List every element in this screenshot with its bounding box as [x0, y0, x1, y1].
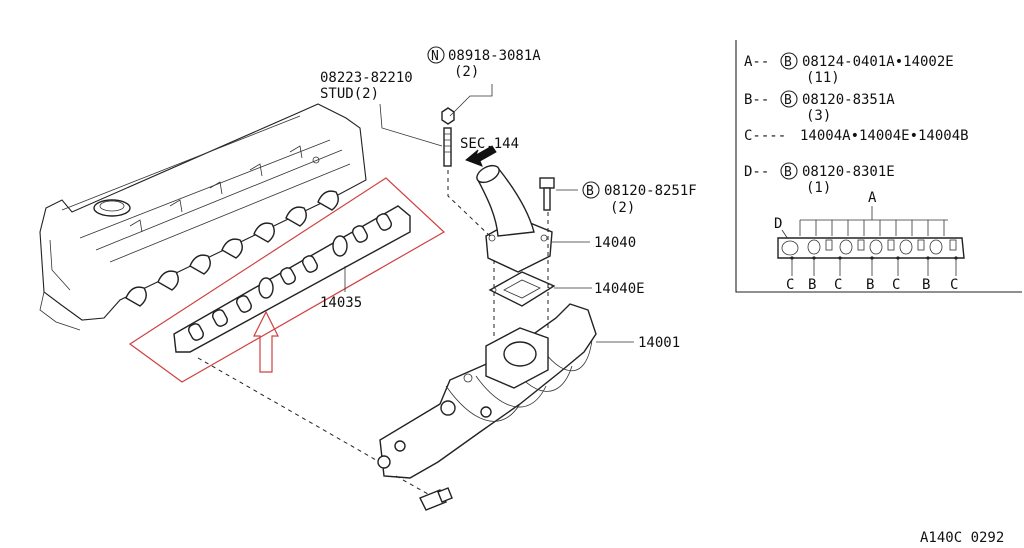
stud-illustration — [443, 127, 452, 167]
stud-part-number: 08223-82210 — [320, 70, 413, 86]
legend-a-prefix: B — [784, 55, 792, 70]
nut-illustration — [441, 107, 455, 125]
throttle-elbow-14040 — [476, 164, 553, 273]
diagram-code: A140C 0292 — [920, 530, 1004, 546]
alignment-line-stud — [447, 170, 491, 237]
legend-key-b: B-- — [744, 92, 769, 108]
alignment-line-gasket — [197, 357, 391, 469]
nut-part-number: 08918-3081A — [448, 48, 541, 64]
alignment-line-bolt — [395, 475, 429, 495]
legend-key-a: A-- — [744, 54, 769, 70]
bolt-qty: (2) — [610, 200, 635, 216]
part-label-14040e: 14040E — [594, 281, 645, 297]
intake-manifold-14001 — [377, 303, 597, 479]
nut-prefix: N — [431, 49, 439, 64]
legend-c-text: 14004A•14004E•14004B — [800, 128, 969, 144]
sec-reference-label: SEC.144 — [460, 136, 519, 152]
legend-d-prefix: B — [784, 165, 792, 180]
mini-bottom-label: C — [834, 277, 842, 293]
mini-bottom-label: B — [922, 277, 930, 293]
nut-qty: (2) — [454, 64, 479, 80]
legend-key-d: D-- — [744, 164, 769, 180]
fastener-legend: A-- B 08124-0401A•14002E (11) B-- B 0812… — [735, 40, 1022, 293]
legend-b-qty: (3) — [806, 108, 831, 124]
callout-stud: 08223-82210 STUD(2) — [320, 70, 413, 102]
mini-bottom-label: C — [786, 277, 794, 293]
nut-prefix-circle — [427, 46, 445, 64]
throttle-gasket-14040e — [488, 271, 556, 307]
manifold-gasket-14035 — [173, 205, 411, 353]
manifold-bolt-illustration — [419, 487, 453, 511]
legend-b-text: 08120-8351A — [802, 92, 895, 108]
bolt-part-number: 08120-8251F — [604, 183, 697, 199]
mini-manifold-diagram: A D C B — [774, 190, 965, 293]
stud-name: STUD(2) — [320, 86, 379, 102]
gasket-highlight-outline — [128, 177, 446, 383]
mini-bottom-label: C — [950, 277, 958, 293]
legend-a-prefix-circle — [780, 52, 798, 70]
part-label-14001: 14001 — [638, 335, 680, 351]
legend-a-qty: (11) — [806, 70, 840, 86]
legend-key-c: C---- — [744, 128, 786, 144]
legend-border — [735, 40, 1022, 293]
legend-b-prefix-circle — [780, 90, 798, 108]
part-label-14035: 14035 — [320, 295, 362, 311]
legend-d-text: 08120-8301E — [802, 164, 895, 180]
mini-bottom-label: C — [892, 277, 900, 293]
leader-nut — [449, 84, 493, 117]
mini-label-a: A — [868, 190, 877, 206]
leader-stud — [379, 103, 443, 147]
legend-d-prefix-circle — [780, 162, 798, 180]
highlight-arrow — [253, 310, 279, 373]
legend-b-prefix: B — [784, 93, 792, 108]
mini-label-d: D — [774, 216, 782, 232]
callout-bolt: B 08120-8251F (2) — [582, 181, 697, 216]
mini-bottom-label: B — [808, 277, 816, 293]
bolt-prefix: B — [586, 184, 594, 199]
sec-arrow — [465, 145, 497, 167]
legend-a-text: 08124-0401A•14002E — [802, 54, 954, 70]
cylinder-head-illustration — [39, 103, 367, 331]
legend-d-qty: (1) — [806, 180, 831, 196]
mini-bottom-label: B — [866, 277, 874, 293]
callout-nut: N 08918-3081A (2) — [427, 46, 541, 80]
part-label-14040: 14040 — [594, 235, 636, 251]
elbow-bolt-illustration — [539, 177, 555, 211]
bolt-prefix-circle — [582, 181, 600, 199]
